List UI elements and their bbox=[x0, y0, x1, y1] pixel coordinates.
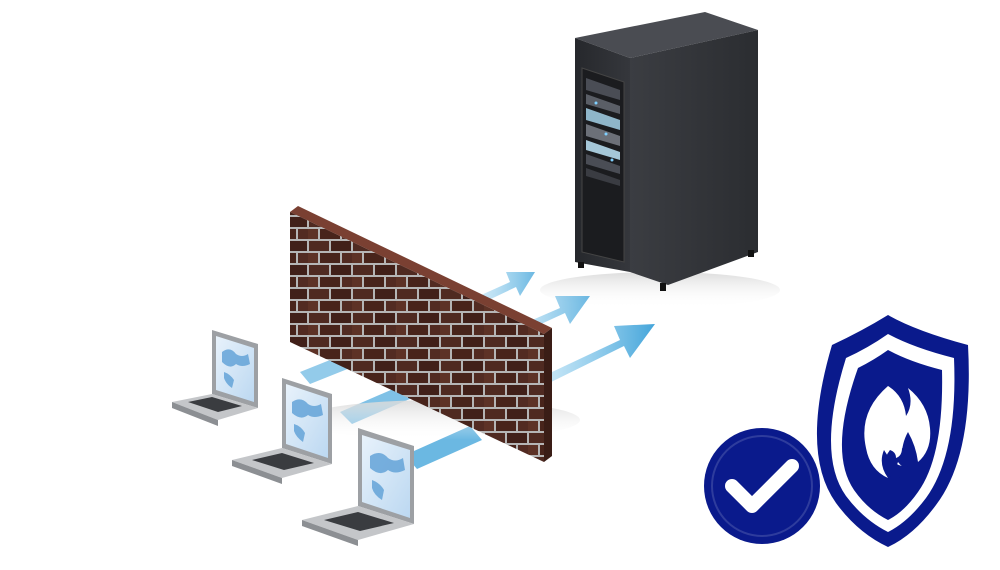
arrow-right-icon bbox=[535, 324, 655, 387]
shield-flame-icon bbox=[816, 315, 969, 547]
server-rack-icon bbox=[540, 12, 780, 308]
brick-wall-icon bbox=[290, 206, 580, 462]
laptop-icon bbox=[302, 428, 414, 546]
rack-units bbox=[586, 78, 620, 186]
laptop-icon bbox=[172, 330, 258, 426]
laptop-icon bbox=[232, 378, 332, 484]
check-circle-icon bbox=[704, 428, 820, 544]
